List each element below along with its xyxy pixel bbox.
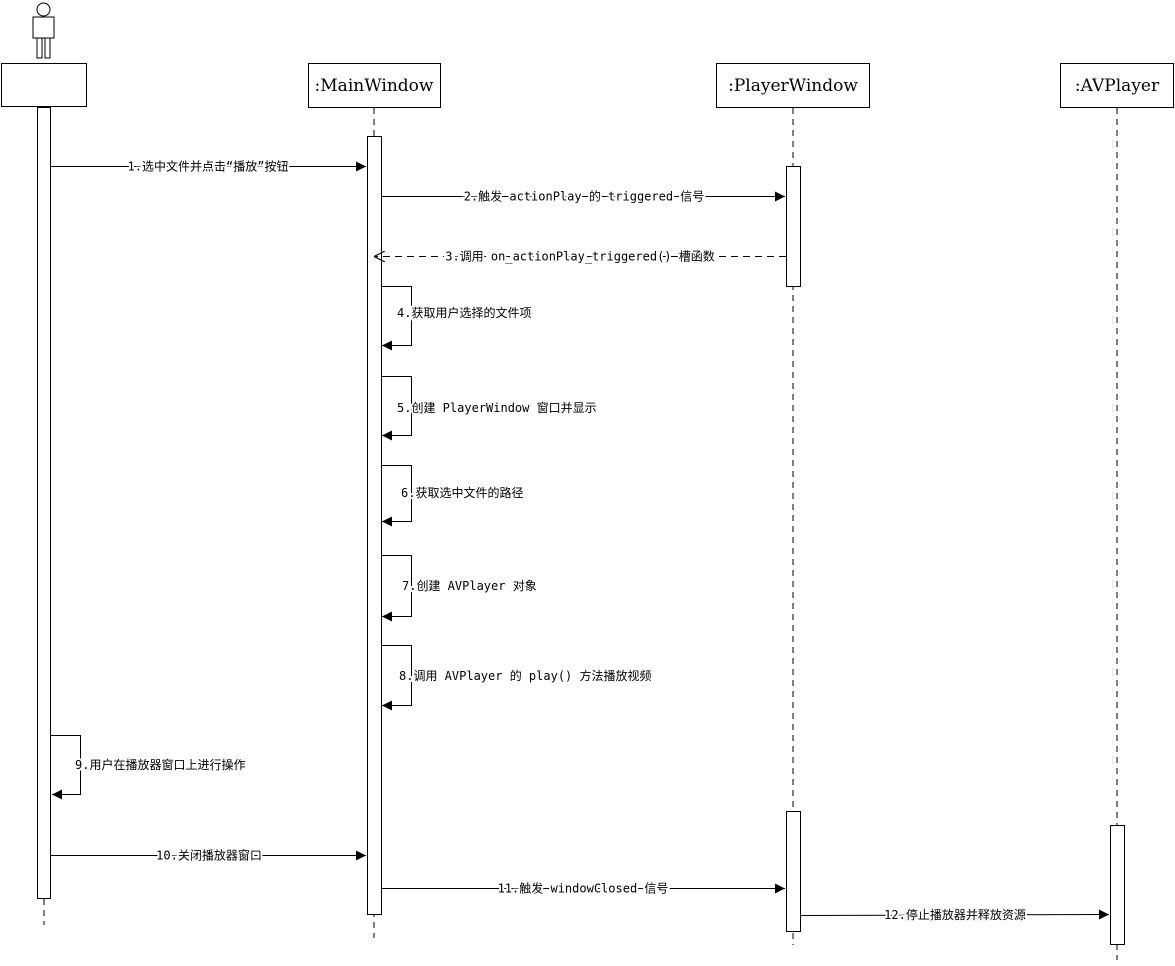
message-6-arrow	[381, 465, 412, 527]
actor-icon	[32, 2, 55, 59]
activation-mainwindow	[367, 136, 382, 915]
activation-playerwindow-2	[786, 811, 801, 932]
participant-playerwindow-label: :PlayerWindow	[728, 76, 858, 96]
participant-playerwindow-box	[716, 63, 870, 108]
message-12-label: 12.停止播放器并释放资源	[884, 907, 1026, 922]
message-3-label: 3.调用 on_actionPlay_triggered() 槽函数	[445, 249, 715, 264]
activation-playerwindow-1	[786, 166, 801, 287]
message-11-label: 11.触发 windowClosed 信号	[498, 881, 669, 896]
message-6-label: 6.获取选中文件的路径	[401, 485, 523, 500]
participant-avplayer-box	[1060, 63, 1174, 108]
participant-mainwindow-label: :MainWindow	[315, 76, 434, 96]
message-9-label: 9.用户在播放器窗口上进行操作	[75, 757, 245, 772]
message-12-arrow	[799, 909, 1110, 920]
activation-user	[37, 107, 51, 899]
activation-avplayer	[1110, 825, 1125, 945]
message-4-arrow	[381, 286, 412, 351]
participant-user-box	[1, 63, 87, 107]
message-10-label: 10.关闭播放器窗口	[156, 848, 262, 863]
message-5-label: 5.创建 PlayerWindow 窗口并显示	[397, 401, 597, 415]
message-5-arrow	[381, 376, 412, 441]
message-4-label: 4.获取用户选择的文件项	[397, 305, 531, 320]
message-7-arrow	[381, 555, 412, 622]
message-7-label: 7.创建 AVPlayer 对象	[402, 579, 537, 593]
participant-mainwindow-box	[308, 63, 441, 108]
message-1-label: 1.选中文件并点击“播放”按钮	[128, 159, 289, 174]
message-9-arrow	[51, 735, 81, 800]
message-8-label: 8.调用 AVPlayer 的 play() 方法播放视频	[399, 668, 652, 683]
message-2-label: 2.触发 actionPlay 的 triggered 信号	[464, 189, 705, 204]
participant-avplayer-label: :AVPlayer	[1075, 76, 1160, 96]
message-8-arrow	[381, 645, 412, 711]
